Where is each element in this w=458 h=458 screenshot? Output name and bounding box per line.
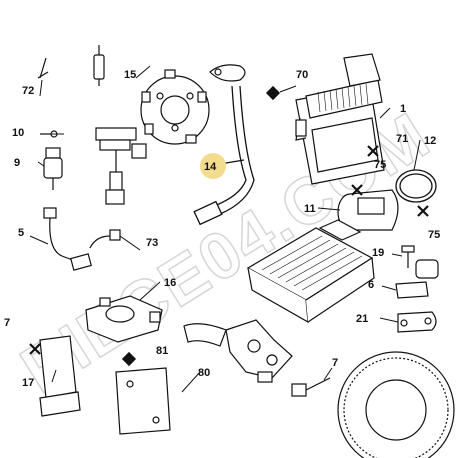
- callout-21: 21: [356, 313, 368, 325]
- callout-5: 5: [18, 227, 24, 239]
- leader-lines: [29, 65, 421, 393]
- part-top-connector: [93, 45, 105, 86]
- callout-16: 16: [164, 277, 176, 289]
- part-bracket-loop: [209, 64, 246, 82]
- callout-72: 72: [22, 85, 34, 97]
- part-14-hose: [193, 85, 255, 226]
- part-12-seal: [395, 169, 437, 203]
- callout-12: 12: [424, 135, 436, 147]
- part-21-bracket: [397, 311, 437, 333]
- part-72: [37, 57, 49, 79]
- callout-9: 9: [14, 157, 20, 169]
- callout-71: 71: [396, 133, 408, 145]
- callout-75-top: 75: [374, 159, 386, 171]
- part-17-bracket: [39, 335, 81, 417]
- part-16-throttle: [85, 295, 163, 343]
- part-intake-pipe: [183, 319, 293, 383]
- part-flywheel: [337, 351, 455, 458]
- part-15-ring: [140, 69, 210, 145]
- part-air-filter-box: [246, 219, 375, 324]
- callout-1: 1: [400, 103, 406, 115]
- highlight-badge: [200, 153, 226, 179]
- callout-6: 6: [368, 279, 374, 291]
- callout-75-right: 75: [428, 229, 440, 241]
- callout-17: 17: [22, 377, 34, 389]
- callout-81: 81: [156, 345, 168, 357]
- part-7-connector: [291, 377, 331, 397]
- callout-10: 10: [12, 127, 24, 139]
- callout-14: 14: [204, 161, 217, 173]
- part-19-bolt: [401, 245, 415, 268]
- callout-80: 80: [198, 367, 210, 379]
- part-11-flowmeter: [329, 189, 399, 233]
- callout-19: 19: [372, 247, 384, 259]
- callout-73: 73: [146, 237, 158, 249]
- cross-marker: [29, 145, 429, 355]
- square-marker: [121, 85, 281, 367]
- callout-15: 15: [124, 69, 136, 81]
- part-10-9-sensor: [40, 130, 63, 190]
- callout-7: 7: [332, 357, 338, 369]
- callout-labels: 72 15 70 1 10 71 12 9 14 75 11 75 5 73 1…: [4, 69, 440, 389]
- part-1-ecu: [295, 53, 385, 185]
- callout-11: 11: [304, 203, 316, 215]
- part-solenoid: [95, 127, 147, 205]
- part-81-bracket: [115, 367, 171, 435]
- callout-7-left: 7: [4, 317, 10, 329]
- part-5-cable: [43, 207, 121, 271]
- part-6-sensor: [395, 259, 439, 299]
- callout-70: 70: [296, 69, 308, 81]
